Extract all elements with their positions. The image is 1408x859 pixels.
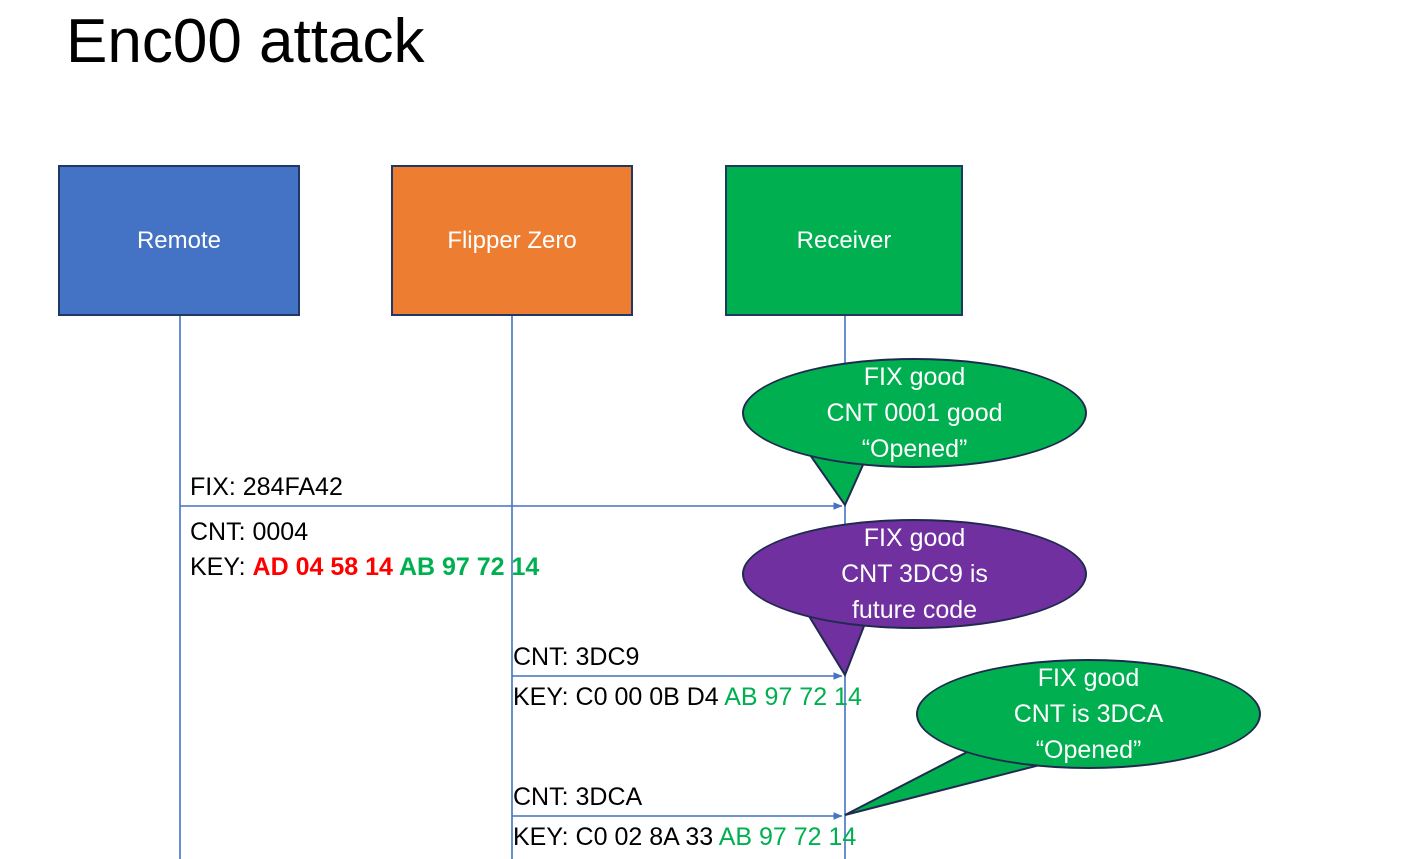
speech-bubble-receiver-ok-2[interactable]: FIX good CNT is 3DCA “Opened”	[916, 659, 1261, 769]
key-3-prefix: KEY: C0 02 8A 33	[513, 823, 714, 851]
key-1-prefix: KEY:	[190, 553, 253, 581]
bubble-1-line-1: FIX good	[863, 363, 966, 391]
key-1-red-bytes: AD 04 58 14	[252, 553, 393, 581]
bubble-1-line-3: “Opened”	[861, 435, 968, 463]
actor-box-receiver[interactable]: Receiver	[725, 165, 963, 316]
message-label-key-2: KEY: C0 00 0B D4 AB 97 72 14	[513, 681, 862, 714]
actor-box-flipper[interactable]: Flipper Zero	[391, 165, 633, 316]
message-label-cnt-3dca: CNT: 3DCA	[513, 783, 643, 811]
message-label-cnt-0004: CNT: 0004	[190, 518, 309, 546]
actor-box-remote[interactable]: Remote	[58, 165, 300, 316]
bubble-2-line-3: future code	[851, 596, 978, 624]
actor-label-receiver: Receiver	[796, 226, 892, 254]
bubble-2-line-2: CNT 3DC9 is	[841, 560, 988, 588]
bubble-2-line-1: FIX good	[863, 524, 966, 552]
bubble-3-line-2: CNT is 3DCA	[1013, 700, 1164, 728]
key-2-green-bytes: AB 97 72 14	[718, 683, 862, 711]
page-title: Enc00 attack	[66, 7, 425, 76]
bubble-1-line-2: CNT 0001 good	[826, 399, 1003, 427]
actor-label-remote: Remote	[136, 226, 222, 254]
message-label-fix: FIX: 284FA42	[190, 473, 343, 501]
bubble-3-line-1: FIX good	[1037, 664, 1140, 692]
key-1-green-bytes: AB 97 72 14	[392, 553, 540, 581]
key-2-prefix: KEY: C0 00 0B D4	[513, 683, 719, 711]
message-label-key-3: KEY: C0 02 8A 33 AB 97 72 14	[513, 821, 856, 854]
bubble-3-line-3: “Opened”	[1035, 736, 1142, 764]
message-label-cnt-3dc9: CNT: 3DC9	[513, 643, 640, 671]
speech-bubble-receiver-ok-1[interactable]: FIX good CNT 0001 good “Opened”	[742, 358, 1087, 468]
message-label-key-1: KEY: AD 04 58 14 AB 97 72 14	[190, 551, 539, 584]
key-3-green-bytes: AB 97 72 14	[713, 823, 857, 851]
speech-bubble-future-code[interactable]: FIX good CNT 3DC9 is future code	[742, 519, 1087, 629]
actor-label-flipper: Flipper Zero	[447, 226, 577, 254]
